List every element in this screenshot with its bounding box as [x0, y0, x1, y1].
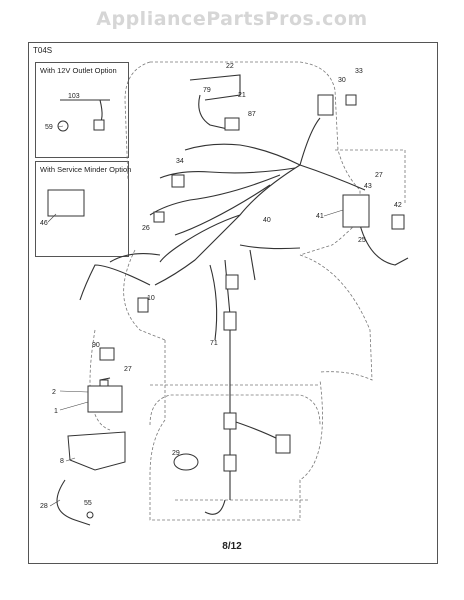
label-10: 10: [147, 295, 155, 302]
harness-clip-low: [223, 454, 237, 472]
service-minder-46: [47, 189, 85, 217]
inset-12v-outlet: With 12V Outlet Option: [35, 62, 129, 158]
battery-box-8: [67, 431, 126, 471]
page-number: 8/12: [222, 541, 242, 552]
switch-30: [317, 94, 334, 116]
clip-90: [99, 347, 115, 361]
label-41: 41: [316, 213, 324, 220]
connector-34: [171, 174, 185, 188]
component-29: [173, 453, 199, 471]
label-87: 87: [248, 111, 256, 118]
watermark: AppliancePartsPros.com: [96, 8, 368, 30]
inset-12v-outlet-title: With 12V Outlet Option: [40, 66, 117, 75]
label-29: 29: [172, 450, 180, 457]
label-27-top: 27: [375, 172, 383, 179]
label-43: 43: [364, 183, 372, 190]
label-21: 21: [238, 92, 246, 99]
solenoid-43: [342, 194, 370, 228]
inset-service-minder-title: With Service Minder Option: [40, 165, 132, 174]
terminal-42: [391, 214, 405, 230]
label-59: 59: [45, 124, 53, 131]
seat-switch: [275, 434, 291, 454]
ground-screw-55: [86, 511, 94, 519]
label-103: 103: [68, 93, 80, 100]
diagram-code: T04S: [33, 46, 53, 55]
label-46: 46: [40, 220, 48, 227]
harness-71-clip: [223, 311, 237, 331]
connector-26: [153, 211, 165, 223]
label-27-battery: 27: [124, 366, 132, 373]
label-25: 25: [358, 237, 366, 244]
harness-clip-mid: [223, 412, 237, 430]
battery-1: [87, 385, 123, 413]
label-42: 42: [394, 202, 402, 209]
module-upper: [225, 274, 239, 290]
label-30: 30: [338, 77, 346, 84]
label-28: 28: [40, 503, 48, 510]
label-71: 71: [210, 340, 218, 347]
part-labels: 22 79 21 30 33 87 34 27 43 41 42 40 26 2…: [40, 63, 402, 510]
label-34: 34: [176, 158, 184, 165]
outlet-plug: [93, 119, 105, 131]
label-40: 40: [263, 217, 271, 224]
mower-outline: [89, 61, 406, 521]
clip-33: [345, 94, 357, 106]
battery-terminal: [99, 379, 109, 387]
leader-lines: [47, 125, 344, 507]
label-79: 79: [203, 87, 211, 94]
label-33: 33: [355, 68, 363, 75]
label-2: 2: [52, 389, 56, 396]
label-55: 55: [84, 500, 92, 507]
label-8: 8: [60, 458, 64, 465]
components: [47, 94, 405, 519]
connector-10: [137, 297, 149, 313]
label-26: 26: [142, 225, 150, 232]
label-22: 22: [226, 63, 234, 70]
relay-87: [224, 117, 240, 131]
label-90: 90: [92, 342, 100, 349]
diagram-frame: [28, 42, 438, 564]
label-1: 1: [54, 408, 58, 415]
